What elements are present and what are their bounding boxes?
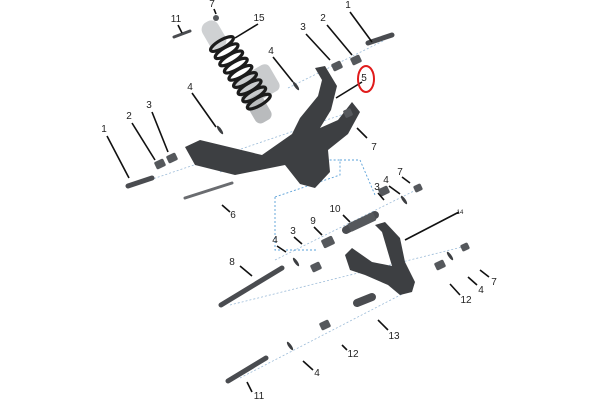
shock-absorber — [201, 20, 280, 124]
callout-label-7: 7 — [371, 142, 377, 153]
callout-label-3: 3 — [374, 182, 380, 193]
callout-label-10: 10 — [329, 204, 341, 215]
washer — [292, 257, 300, 267]
callout-leader — [106, 135, 130, 179]
callout-leader — [151, 111, 169, 153]
bushing — [321, 235, 335, 249]
callout-label-2: 2 — [126, 111, 132, 122]
callout-leader — [272, 56, 294, 83]
assembly-axes — [134, 39, 471, 379]
callout-leader — [293, 236, 303, 245]
callout-leader — [177, 24, 183, 34]
callout-label-15: 15 — [253, 13, 265, 24]
callout-label-7: 7 — [491, 277, 497, 288]
callout-leader — [302, 360, 314, 371]
callout-label-1: 1 — [101, 124, 107, 135]
callout-label-4: 4 — [383, 175, 389, 186]
washer — [216, 125, 224, 135]
bushing — [310, 261, 322, 273]
callout-label-4: 4 — [187, 82, 193, 93]
callout-leader — [221, 204, 231, 213]
callout-label-1: 1 — [345, 0, 351, 11]
callout-leader — [234, 23, 259, 39]
bushing — [154, 158, 166, 170]
callout-leader — [404, 211, 460, 241]
callout-label-14: 14 — [457, 210, 464, 216]
callout-label-12: 12 — [460, 295, 472, 306]
callout-label-2: 2 — [320, 13, 326, 24]
bushing — [319, 319, 331, 331]
nut-7-top — [213, 15, 219, 21]
callout-label-3: 3 — [300, 22, 306, 33]
callout-leader — [305, 33, 331, 61]
callout-leader — [479, 269, 490, 278]
bushing — [343, 108, 353, 118]
bushings — [154, 54, 470, 351]
callout-leader — [246, 381, 253, 393]
bushing — [378, 185, 390, 197]
callout-leader — [388, 185, 401, 195]
callout-leader — [401, 176, 411, 184]
callout-leaders — [106, 8, 490, 393]
callout-label-4: 4 — [478, 285, 484, 296]
callout-leader — [341, 344, 348, 351]
callout-leader — [377, 192, 385, 201]
callout-label-9: 9 — [310, 216, 316, 227]
rocker-arm-5 — [185, 66, 360, 188]
callout-label-4: 4 — [314, 368, 320, 379]
callout-label-3: 3 — [290, 226, 296, 237]
callout-leader — [326, 24, 353, 56]
callout-leader — [349, 11, 373, 43]
bushing — [347, 212, 377, 232]
bushing — [331, 60, 343, 72]
callout-leader — [342, 214, 351, 223]
bushing — [413, 183, 423, 193]
callout-leader — [239, 265, 253, 277]
link-arm-14 — [345, 222, 415, 295]
callout-label-13: 13 — [388, 331, 400, 342]
callout-leader — [449, 283, 461, 296]
spring-coil — [245, 92, 272, 111]
callout-leader — [213, 8, 217, 15]
callout-label-5: 5 — [361, 73, 367, 84]
callout-label-7: 7 — [209, 0, 215, 10]
callout-leader — [313, 226, 323, 236]
bolt-11-top — [172, 29, 192, 39]
callout-leader — [356, 127, 368, 139]
callout-label-4: 4 — [272, 235, 278, 246]
callout-label-4: 4 — [268, 46, 274, 57]
callout-label-8: 8 — [229, 257, 235, 268]
callout-label-6: 6 — [230, 210, 236, 221]
callout-label-3: 3 — [146, 100, 152, 111]
washer — [292, 81, 300, 91]
washer — [286, 341, 294, 351]
bushing — [166, 152, 178, 164]
callout-label-12: 12 — [347, 349, 359, 360]
callout-label-11: 11 — [254, 391, 265, 400]
highlight-circle-callout-5 — [357, 65, 375, 93]
callout-label-7: 7 — [397, 167, 403, 178]
callout-label-11: 11 — [171, 14, 182, 25]
bushing — [350, 54, 362, 66]
washer — [400, 195, 408, 205]
bushing — [460, 242, 470, 252]
callout-leader — [377, 319, 389, 331]
callout-leader — [335, 81, 363, 99]
callout-leader — [131, 122, 156, 161]
callout-leader — [276, 245, 287, 253]
callout-leader — [467, 276, 478, 286]
callout-leader — [191, 92, 217, 128]
bushing — [434, 259, 446, 271]
washer — [446, 251, 454, 261]
